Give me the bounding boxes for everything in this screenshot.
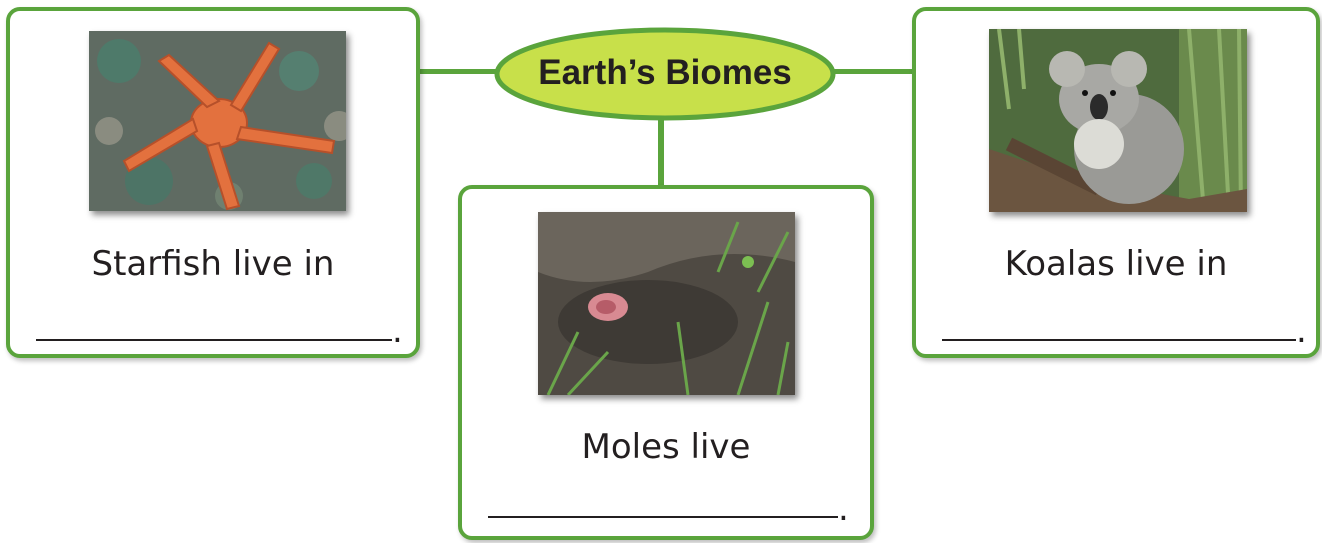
koalas-period: . [1296, 314, 1307, 348]
moles-period: . [838, 492, 849, 526]
starfish-caption: Starfish live in [10, 244, 416, 284]
koalas-answer-blank[interactable] [942, 339, 1296, 341]
starfish-period: . [392, 314, 403, 348]
connector-left [416, 69, 498, 74]
starfish-answer-blank[interactable] [36, 339, 392, 341]
starfish-photo [89, 31, 346, 211]
koala-photo [989, 29, 1247, 212]
connector-right [834, 69, 916, 74]
card-moles: Moles live . [458, 185, 874, 540]
moles-answer-blank[interactable] [488, 516, 838, 518]
card-koalas: Koalas live in . [912, 7, 1320, 358]
page-title: Earth’s Biomes [492, 53, 838, 93]
connector-down [658, 118, 664, 188]
koalas-caption: Koalas live in [916, 244, 1316, 284]
moles-caption: Moles live [462, 427, 870, 467]
mole-photo [538, 212, 795, 395]
card-starfish: Starfish live in . [6, 7, 420, 358]
title-bubble: Earth’s Biomes [492, 25, 838, 123]
